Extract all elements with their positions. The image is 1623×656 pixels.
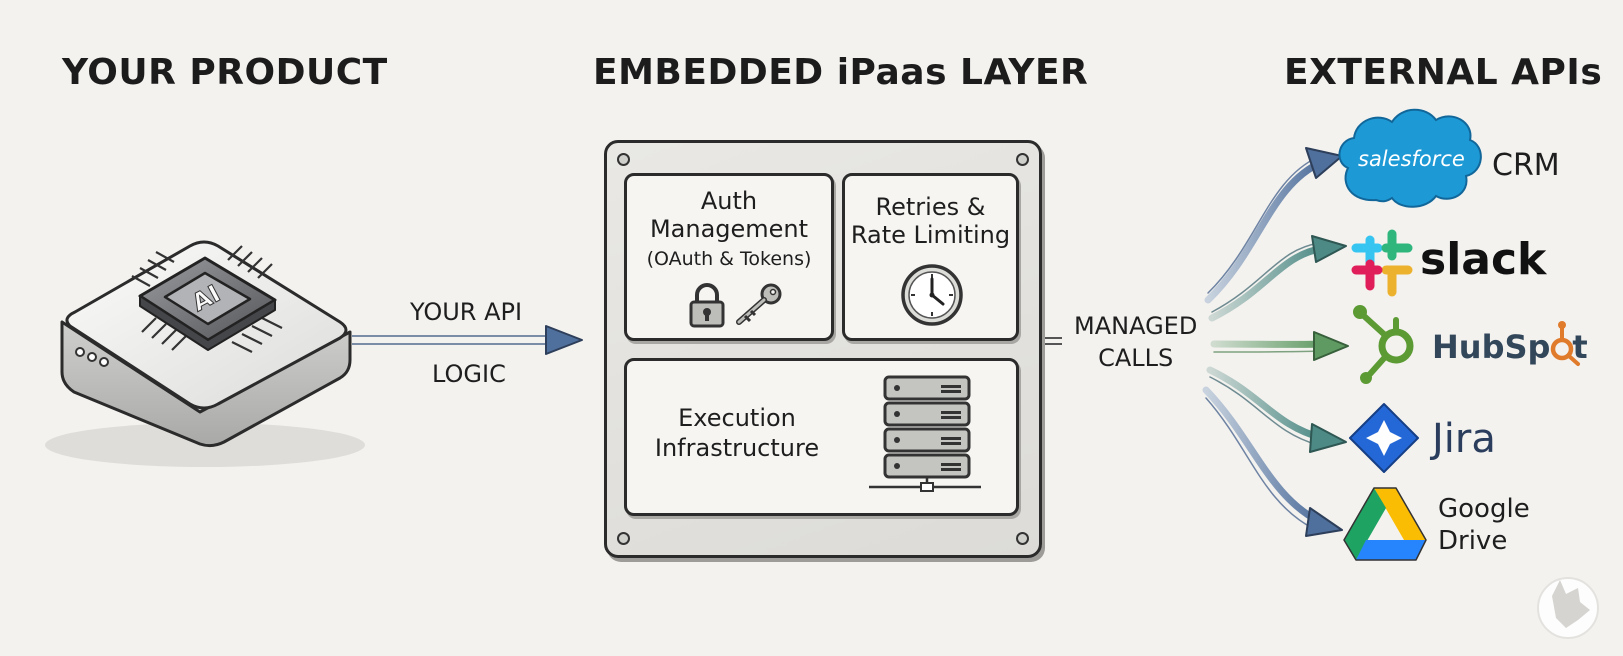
led-3 bbox=[99, 357, 109, 367]
auth-title-line2: Management bbox=[649, 215, 809, 243]
your-product-title: YOUR PRODUCT bbox=[62, 52, 388, 93]
external-apis-title: EXTERNAL APIs bbox=[1284, 52, 1603, 93]
jira-logo bbox=[1349, 403, 1419, 473]
hubspot-label-b: t bbox=[1572, 328, 1588, 366]
your-api-arrow bbox=[352, 325, 583, 355]
ipaas-layer-title: EMBEDDED iPaas LAYER bbox=[593, 52, 1089, 93]
key-icon bbox=[736, 283, 782, 325]
padlock-icon bbox=[689, 283, 725, 328]
salesforce-crm-label: CRM bbox=[1492, 148, 1560, 183]
google-drive-line1: Google bbox=[1438, 494, 1530, 524]
auth-management-card: Auth Management (OAuth & Tokens) bbox=[624, 173, 834, 341]
ipaas-panel: Auth Management (OAuth & Tokens) Retries… bbox=[604, 140, 1042, 558]
jira-label: Jira bbox=[1432, 416, 1496, 462]
screw-bottom-right bbox=[1016, 532, 1029, 545]
hubspot-logo bbox=[1353, 305, 1414, 384]
screw-bottom-left bbox=[617, 532, 630, 545]
google-drive-label: Google Drive bbox=[1438, 493, 1530, 557]
salesforce-logo-text: salesforce bbox=[1358, 147, 1465, 171]
slack-logo bbox=[1351, 229, 1413, 297]
retries-rate-limiting-card: Retries & Rate Limiting bbox=[842, 173, 1019, 341]
managed-calls-line1: MANAGED bbox=[1074, 312, 1198, 340]
execution-title-line1: Execution bbox=[678, 404, 796, 432]
arrow-to-salesforce bbox=[1204, 158, 1326, 304]
salesforce-logo bbox=[1338, 108, 1482, 208]
fanout-arrows bbox=[1202, 156, 1330, 530]
execution-title-line2: Infrastructure bbox=[654, 434, 820, 462]
watermark-wolf-icon bbox=[1537, 577, 1599, 639]
led-2 bbox=[87, 352, 97, 362]
managed-calls-line2: CALLS bbox=[1098, 344, 1174, 372]
auth-title-line1: Auth bbox=[700, 187, 758, 215]
hubspot-label-a: HubSp bbox=[1432, 328, 1551, 366]
google-drive-logo bbox=[1343, 487, 1427, 561]
managed-calls-lines bbox=[1042, 337, 1062, 345]
arrowheads bbox=[1305, 147, 1349, 537]
auth-subtitle: (OAuth & Tokens) bbox=[646, 248, 812, 270]
retries-title-line1: Retries & bbox=[875, 193, 986, 221]
google-drive-line2: Drive bbox=[1438, 526, 1508, 556]
server-rack-icon bbox=[869, 375, 981, 492]
hubspot-o-sprocket bbox=[1550, 321, 1580, 366]
slack-label: slack bbox=[1420, 234, 1547, 285]
product-device: AI bbox=[45, 240, 365, 467]
logic-label: LOGIC bbox=[432, 360, 506, 388]
execution-infrastructure-card: Execution Infrastructure bbox=[624, 358, 1019, 516]
screw-top-left bbox=[617, 153, 630, 166]
clock-icon bbox=[901, 264, 963, 326]
led-1 bbox=[75, 347, 85, 357]
your-api-label: YOUR API bbox=[410, 298, 523, 326]
retries-title-line2: Rate Limiting bbox=[850, 221, 1011, 249]
screw-top-right bbox=[1016, 153, 1029, 166]
managed-calls-label: MANAGED CALLS bbox=[1074, 310, 1197, 374]
